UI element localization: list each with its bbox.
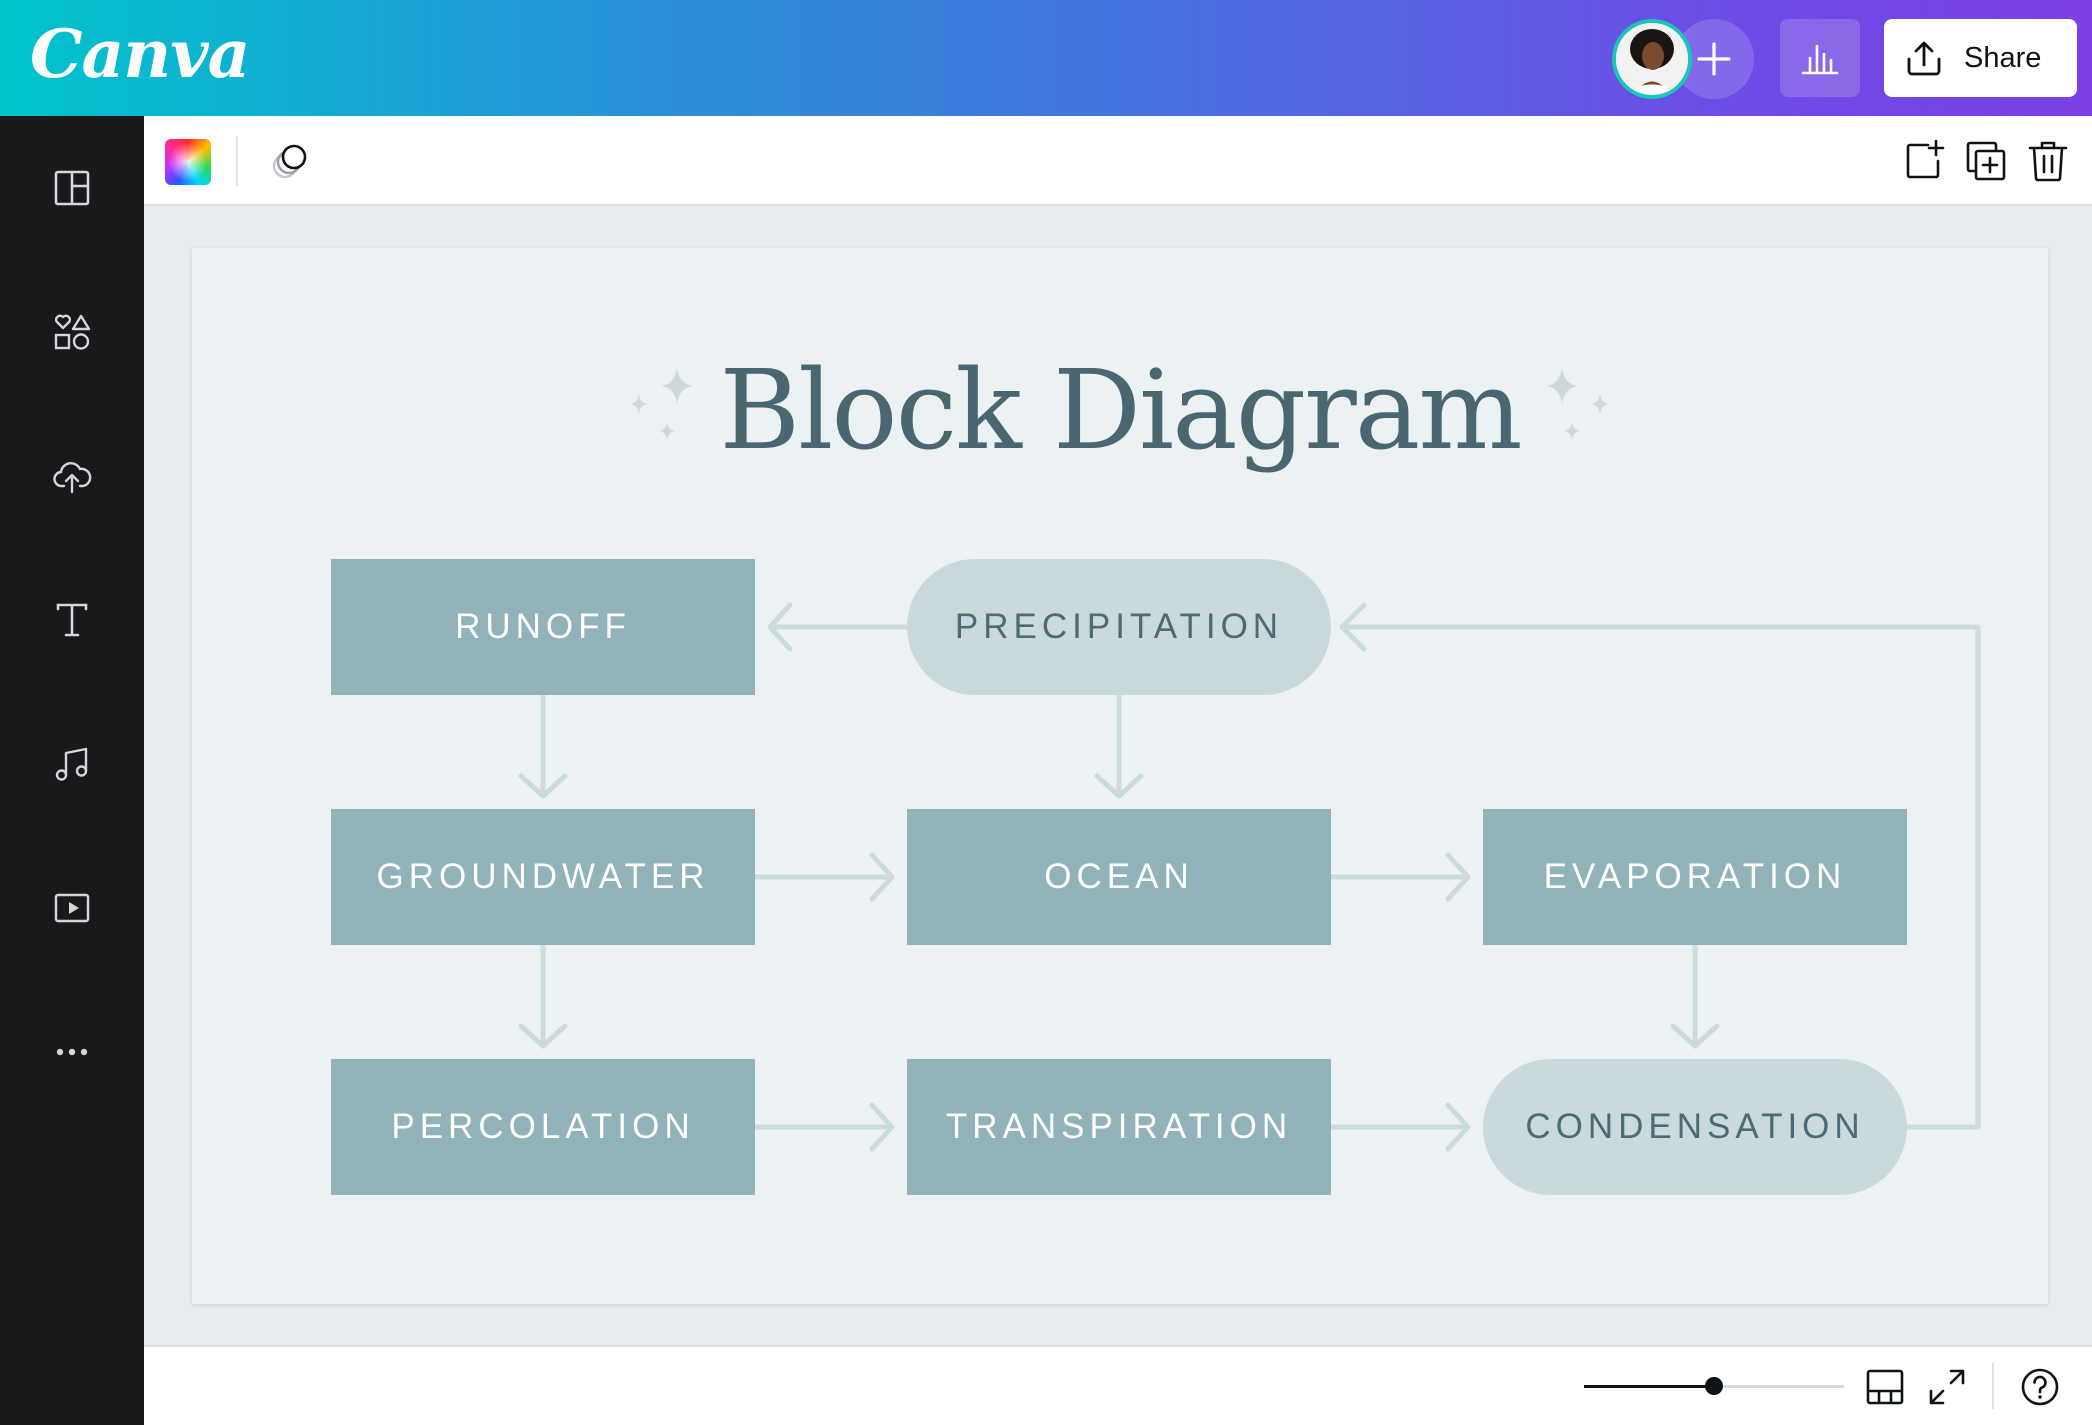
arrowhead <box>1445 1102 1471 1152</box>
upload-icon <box>1907 41 1941 76</box>
sidebar-item-uploads[interactable] <box>32 436 112 516</box>
music-icon <box>55 747 88 781</box>
sparkle-icon <box>1546 368 1609 440</box>
arrowhead <box>1445 852 1471 902</box>
more-icon <box>56 1048 88 1056</box>
transparency-icon[interactable] <box>266 137 314 185</box>
sidebar-item-elements[interactable] <box>32 292 112 372</box>
diagram-title[interactable]: Block Diagram <box>719 346 1522 474</box>
arrowhead <box>1670 1023 1720 1049</box>
node-groundwater[interactable]: GROUNDWATER <box>331 809 755 945</box>
arrowhead <box>869 1102 895 1152</box>
page-view-icon[interactable] <box>1863 1365 1907 1409</box>
sidebar-item-more[interactable] <box>32 1012 112 1092</box>
node-percolation[interactable]: PERCOLATION <box>331 1059 755 1195</box>
zoom-slider[interactable] <box>1584 1377 1844 1395</box>
toolbar-divider <box>236 136 238 186</box>
text-icon <box>56 603 88 637</box>
arrowhead <box>767 602 793 652</box>
node-condensation[interactable]: CONDENSATION <box>1483 1059 1907 1195</box>
add-page-icon[interactable] <box>1900 137 1948 185</box>
cloud-upload-icon <box>53 462 92 494</box>
duplicate-page-icon[interactable] <box>1962 137 2010 185</box>
bottom-divider <box>1992 1363 1994 1409</box>
avatar[interactable] <box>1612 19 1692 99</box>
canva-logo[interactable]: Canva <box>30 15 250 93</box>
bottom-bar <box>144 1345 2092 1425</box>
plus-icon <box>1697 42 1731 76</box>
delete-icon[interactable] <box>2024 137 2072 185</box>
zoom-slider-fill <box>1584 1385 1714 1388</box>
user-avatar-icon <box>1616 23 1688 95</box>
help-icon[interactable] <box>2018 1365 2062 1409</box>
sidebar-item-audio[interactable] <box>32 724 112 804</box>
editor-toolbar <box>144 116 2092 206</box>
arrowhead <box>518 773 568 799</box>
canvas-area: Block Diagram <box>144 208 2092 1345</box>
sidebar-item-text[interactable] <box>32 580 112 660</box>
node-transpiration[interactable]: TRANSPIRATION <box>907 1059 1331 1195</box>
node-evaporation[interactable]: EVAPORATION <box>1483 809 1907 945</box>
arrowhead <box>1094 773 1144 799</box>
video-icon <box>54 893 90 923</box>
sidebar-item-videos[interactable] <box>32 868 112 948</box>
design-page[interactable]: Block Diagram <box>192 248 2048 1304</box>
fullscreen-icon[interactable] <box>1925 1365 1969 1409</box>
node-runoff[interactable]: RUNOFF <box>331 559 755 695</box>
share-button[interactable]: Share <box>1884 19 2077 97</box>
connector-condensation-precipitation <box>1341 624 1981 1130</box>
diagram-connectors <box>518 602 1981 1152</box>
arrowhead <box>869 852 895 902</box>
share-label: Share <box>1964 42 2042 74</box>
collaborators <box>1612 19 1758 99</box>
insights-button[interactable] <box>1780 19 1860 97</box>
node-precipitation[interactable]: PRECIPITATION <box>907 559 1331 695</box>
layout-icon <box>54 170 90 206</box>
sparkle-icon <box>630 368 693 440</box>
node-ocean[interactable]: OCEAN <box>907 809 1331 945</box>
arrowhead <box>518 1023 568 1049</box>
sidebar-item-design[interactable] <box>32 148 112 228</box>
left-sidebar <box>0 116 144 1425</box>
elements-icon <box>54 314 91 350</box>
bar-chart-icon <box>1801 44 1839 75</box>
top-bar: Canva Share <box>0 0 2092 116</box>
arrowhead <box>1339 602 1367 652</box>
color-picker-icon[interactable] <box>165 139 211 185</box>
zoom-slider-handle[interactable] <box>1705 1377 1723 1395</box>
